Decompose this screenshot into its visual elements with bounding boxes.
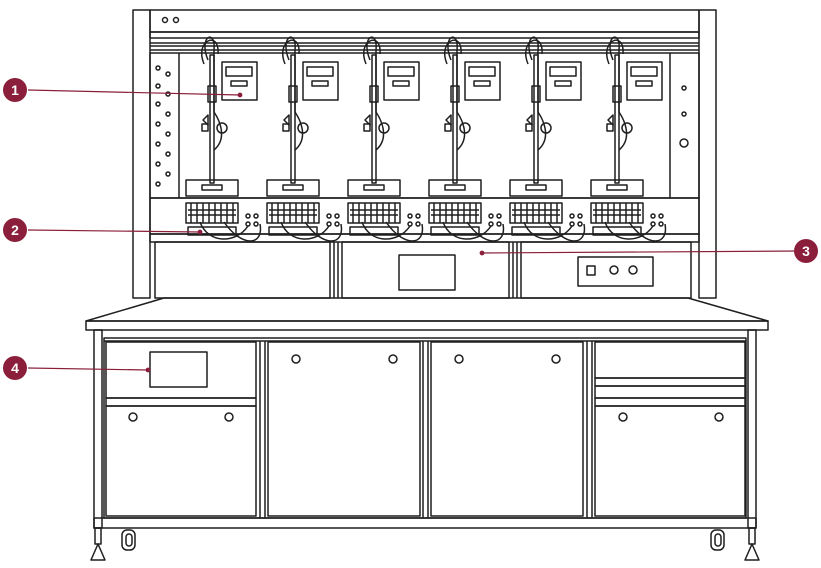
electricity-meter [221,61,258,101]
power-switch [586,265,596,276]
terminal-block [509,202,563,224]
meter-back-panel [149,52,700,199]
callout-leaders [27,89,801,373]
meter-stations [185,36,667,242]
desktop [85,297,769,331]
meter-mount [590,179,644,197]
callout-badge-1: 1 [3,78,27,102]
svg-text:4: 4 [11,360,19,376]
terminal-block [185,202,239,224]
meter-station [428,36,505,242]
lower-cabinet [93,329,757,529]
electricity-meter [545,61,582,101]
indicator-knob [628,265,638,275]
callout-badge-4: 4 [3,356,27,380]
control-panel [577,256,654,287]
meter-station [347,36,424,242]
electricity-meter [302,61,339,101]
indicator-knob [609,265,619,275]
svg-text:3: 3 [802,243,810,259]
meter-mount [347,179,401,197]
callout-badge-2: 2 [3,218,27,242]
cabinet-display [149,351,208,388]
svg-text:2: 2 [11,222,19,238]
terminal-block [347,202,401,224]
leveling-feet [90,527,760,561]
svg-text:1: 1 [11,82,19,98]
meter-station [590,36,667,242]
electricity-meter [464,61,501,101]
terminal-block [590,202,644,224]
meter-station [266,36,343,242]
left-panel-holes [155,65,171,187]
meter-mount [428,179,482,197]
meter-station [185,36,262,242]
casters [121,529,725,551]
right-panel-holes [679,85,689,148]
meter-station [509,36,586,242]
electricity-meter [383,61,420,101]
meter-mount [266,179,320,197]
meter-mount [185,179,239,197]
terminal-block [428,202,482,224]
electricity-meter [626,61,663,101]
terminal-block [266,202,320,224]
callout-badge-3: 3 [794,239,818,263]
meter-mount [509,179,563,197]
center-display [398,254,456,291]
lower-rack-panels [149,197,700,299]
